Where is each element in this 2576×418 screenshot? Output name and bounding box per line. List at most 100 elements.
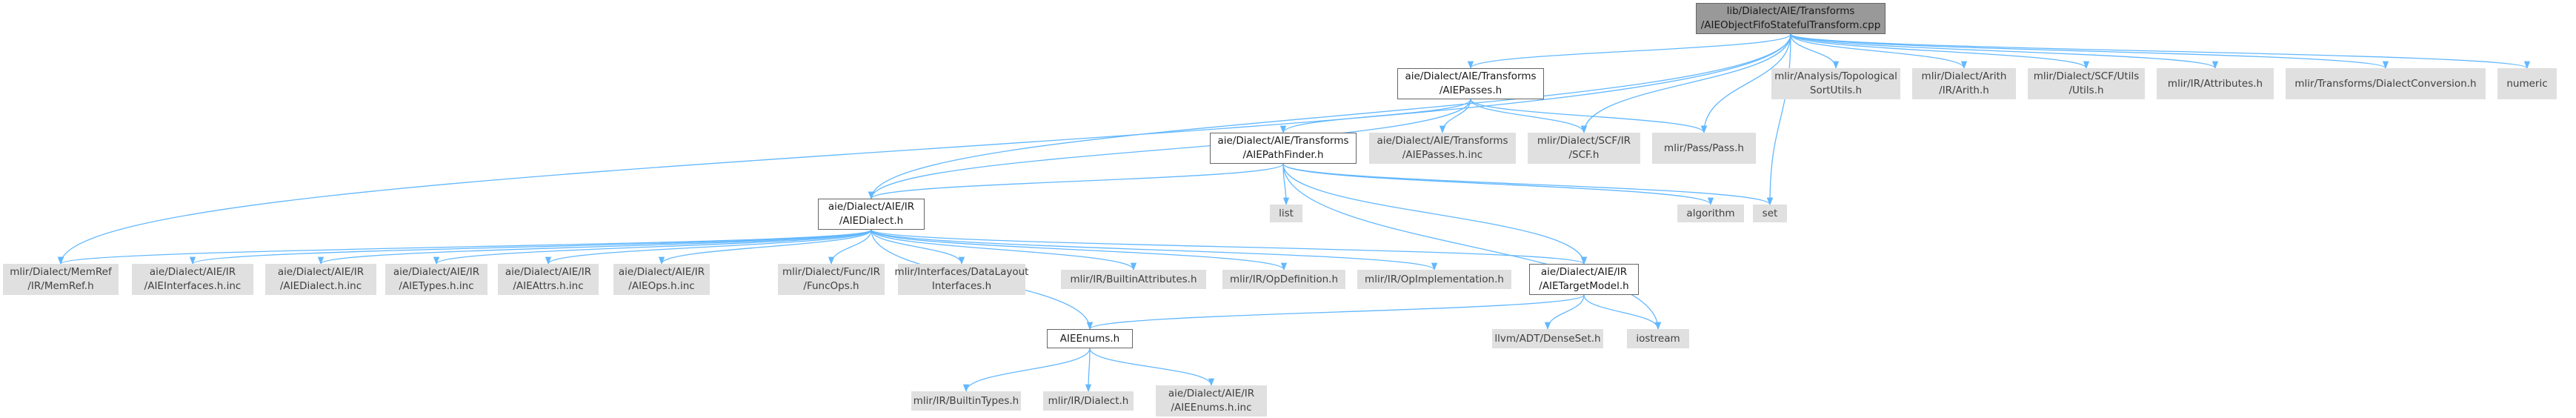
- node-label-line: mlir/IR/BuiltinTypes.h: [913, 394, 1019, 407]
- edge-targetmodel-to-enums: [1087, 294, 1585, 331]
- edge-aiedialect-to-ifaces: [190, 229, 872, 265]
- edge-aiedialect-to-datalayout: [871, 229, 965, 265]
- node-pathfinder[interactable]: aie/Dialect/AIE/Transforms/AIEPathFinder…: [1210, 133, 1357, 164]
- node-attrs-inc: aie/Dialect/AIE/IR/AIEAttrs.h.inc: [498, 264, 599, 295]
- node-passes-h[interactable]: aie/Dialect/AIE/Transforms/AIEPasses.h: [1397, 68, 1544, 99]
- node-label-line: /AIEPasses.h.inc: [1402, 149, 1483, 161]
- node-label-line: /AIETargetModel.h: [1539, 280, 1629, 292]
- node-label-line: /AIEOps.h.inc: [628, 280, 695, 292]
- node-aiedialect[interactable]: aie/Dialect/AIE/IR/AIEDialect.h: [818, 199, 925, 230]
- node-targetmodel[interactable]: aie/Dialect/AIE/IR/AIETargetModel.h: [1529, 264, 1639, 295]
- node-label-line: /AIEAttrs.h.inc: [513, 280, 584, 292]
- edge-pathfinder-to-iostream: [1282, 163, 1662, 331]
- node-ifaces: aie/Dialect/AIE/IR/AIEInterfaces.h.inc: [132, 264, 253, 295]
- node-funcops: mlir/Dialect/Func/IR/FuncOps.h: [778, 264, 885, 295]
- node-label-line: mlir/IR/OpDefinition.h: [1229, 273, 1339, 285]
- edge-aiedialect-to-memref: [58, 229, 872, 265]
- node-label-line: mlir/Analysis/Topological: [1774, 70, 1897, 82]
- node-label-line: lib/Dialect/AIE/Transforms: [1726, 5, 1855, 17]
- node-label-line: SortUtils.h: [1809, 84, 1863, 96]
- edge-passes_h-to-passes_inc: [1439, 99, 1471, 134]
- node-attrs: mlir/IR/Attributes.h: [2157, 68, 2274, 99]
- edge-aiedialect-to-ops_inc: [658, 229, 872, 265]
- node-label-line: /IR/Arith.h: [1939, 84, 1989, 96]
- node-label-line: /AIEDialect.h: [839, 215, 904, 227]
- node-root[interactable]: lib/Dialect/AIE/Transforms/AIEObjectFifo…: [1696, 3, 1886, 34]
- node-label-line: /AIETypes.h.inc: [399, 280, 474, 292]
- edge-pathfinder-to-targetmodel: [1282, 163, 1588, 265]
- edge-root-to-dconv: [1790, 33, 2389, 70]
- node-label-line: mlir/Pass/Pass.h: [1664, 142, 1744, 154]
- node-label-line: /AIEPathFinder.h: [1242, 149, 1324, 161]
- node-label-line: /Utils.h: [2069, 84, 2104, 96]
- node-label-line: aie/Dialect/AIE/Transforms: [1405, 70, 1537, 82]
- edge-aiedialect-to-types_inc: [433, 229, 872, 265]
- node-memref: mlir/Dialect/MemRef/IR/MemRef.h: [3, 264, 119, 295]
- edge-root-to-set: [1766, 33, 1791, 206]
- node-enums[interactable]: AIEEnums.h: [1047, 329, 1133, 348]
- node-label-line: aie/Dialect/AIE/IR: [277, 266, 365, 278]
- node-label-line: mlir/Dialect/MemRef: [10, 266, 112, 278]
- node-label-line: /AIEEnums.h.inc: [1171, 402, 1252, 414]
- node-label-line: mlir/Transforms/DialectConversion.h: [2294, 77, 2477, 90]
- node-label-line: set: [1762, 207, 1778, 219]
- node-label-line: aie/Dialect/AIE/IR: [1168, 388, 1255, 399]
- edge-pathfinder-to-algorithm: [1282, 163, 1714, 206]
- edge-root-to-topo: [1790, 33, 1840, 70]
- edge-aiedialect-to-opdef: [871, 229, 1287, 271]
- node-label-line: mlir/IR/Dialect.h: [1048, 394, 1129, 407]
- node-passes-inc: aie/Dialect/AIE/Transforms/AIEPasses.h.i…: [1369, 133, 1516, 164]
- node-label-line: mlir/IR/OpImplementation.h: [1365, 273, 1504, 285]
- node-ops-inc: aie/Dialect/AIE/IR/AIEOps.h.inc: [613, 264, 710, 295]
- node-label-line: aie/Dialect/AIE/IR: [618, 266, 705, 278]
- node-label-line: llvm/ADT/DenseSet.h: [1494, 332, 1601, 345]
- node-list: list: [1270, 205, 1302, 222]
- node-label-line: /AIEPasses.h: [1439, 84, 1502, 96]
- node-label-line: /SCF.h: [1568, 149, 1600, 161]
- node-set: set: [1753, 205, 1787, 222]
- node-numeric: numeric: [2497, 68, 2557, 99]
- node-label-line: list: [1279, 207, 1294, 219]
- edge-enums-to-enums_inc: [1089, 348, 1215, 387]
- edge-aiedialect-to-builtinattrs: [871, 229, 1137, 271]
- node-pass: mlir/Pass/Pass.h: [1652, 133, 1756, 164]
- edge-root-to-numeric: [1790, 33, 2530, 70]
- node-label-line: aie/Dialect/AIE/IR: [149, 266, 236, 278]
- edge-aiedialect-to-funcops: [828, 229, 872, 265]
- node-label-line: /IR/MemRef.h: [27, 280, 94, 292]
- node-dconv: mlir/Transforms/DialectConversion.h: [2286, 68, 2486, 99]
- node-label-line: /AIEInterfaces.h.inc: [144, 280, 242, 292]
- node-label-line: aie/Dialect/AIE/IR: [393, 266, 480, 278]
- edge-passes_h-to-pathfinder: [1279, 99, 1471, 134]
- node-denseset: llvm/ADT/DenseSet.h: [1492, 329, 1603, 348]
- edge-pathfinder-to-set: [1282, 163, 1773, 206]
- edge-root-to-passes_h: [1468, 33, 1791, 70]
- node-label-line: mlir/Dialect/Arith: [1921, 70, 2007, 82]
- node-label-line: aie/Dialect/AIE/IR: [505, 266, 592, 278]
- edge-targetmodel-to-iostream: [1583, 294, 1662, 331]
- edge-aiedialect-to-dialect_inc: [318, 229, 872, 265]
- node-label-line: aie/Dialect/AIE/Transforms: [1377, 135, 1508, 147]
- edge-passes_h-to-pass: [1470, 99, 1708, 134]
- node-label-line: aie/Dialect/AIE/Transforms: [1217, 135, 1349, 147]
- node-label-line: /AIEDialect.h.inc: [279, 280, 362, 292]
- node-iostream: iostream: [1627, 329, 1689, 348]
- edge-aiedialect-to-targetmodel: [871, 229, 1587, 265]
- edge-root-to-aiedialect: [868, 33, 1791, 200]
- edge-passes_h-to-scf: [1470, 99, 1588, 134]
- edge-targetmodel-to-denseset: [1544, 294, 1585, 331]
- node-arith: mlir/Dialect/Arith/IR/Arith.h: [1912, 68, 2016, 99]
- node-types-inc: aie/Dialect/AIE/IR/AIETypes.h.inc: [385, 264, 487, 295]
- node-label-line: aie/Dialect/AIE/IR: [1540, 266, 1628, 278]
- node-label-line: mlir/Dialect/Func/IR: [782, 266, 880, 278]
- edge-passes_h-to-aiedialect: [868, 99, 1471, 200]
- node-label-line: mlir/Interfaces/DataLayout: [894, 266, 1029, 278]
- node-label-line: mlir/Dialect/SCF/IR: [1537, 135, 1631, 147]
- node-label-line: /FuncOps.h: [803, 280, 859, 292]
- node-label-line: Interfaces.h: [931, 280, 992, 292]
- node-scfutils: mlir/Dialect/SCF/Utils/Utils.h: [2028, 68, 2145, 99]
- node-label-line: aie/Dialect/AIE/IR: [828, 201, 915, 213]
